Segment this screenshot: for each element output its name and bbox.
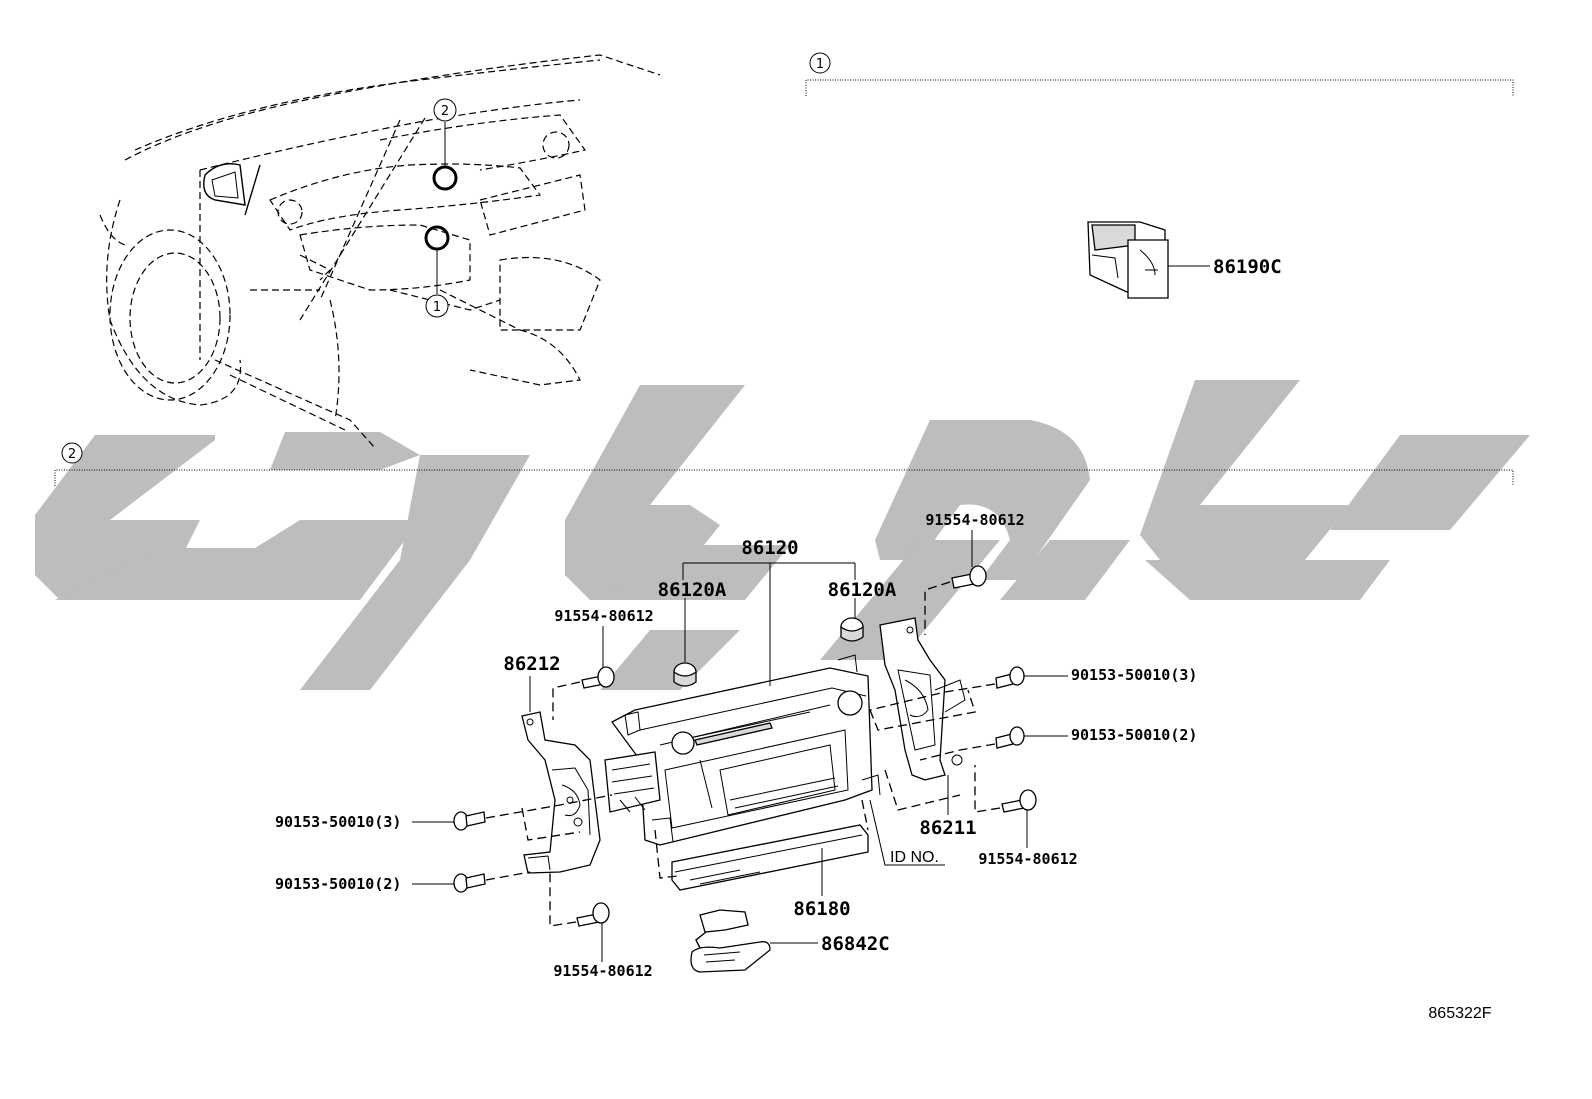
bolt-left-upper (412, 811, 486, 831)
knob-86120a-right (840, 598, 864, 642)
label-90153-left-upper: 90153-50010(3) (275, 813, 401, 831)
label-86842c: 86842C (821, 933, 890, 955)
label-91554-top-left: 91554-80612 (554, 607, 653, 625)
label-86120: 86120 (741, 537, 798, 559)
switch-86190c (1087, 221, 1210, 299)
bracket-86211 (879, 617, 966, 815)
label-91554-top-right: 91554-80612 (925, 511, 1024, 529)
label-id-no: ID NO. (890, 849, 939, 866)
label-90153-left-lower: 90153-50010(2) (275, 875, 401, 893)
label-86120a-right: 86120A (828, 579, 897, 601)
svg-text:1: 1 (433, 300, 441, 315)
bracket-86212 (521, 676, 601, 874)
section-2-header: 2 (54, 442, 1514, 486)
vehicle-marker-1 (425, 294, 449, 318)
label-86211: 86211 (919, 817, 976, 839)
bolt-right-upper (995, 666, 1068, 689)
label-91554-bottom-left: 91554-80612 (553, 962, 652, 980)
label-90153-right-upper: 90153-50010(3) (1071, 666, 1197, 684)
label-86212: 86212 (503, 653, 560, 675)
label-86180: 86180 (793, 898, 850, 920)
label-91554-bottom-right: 91554-80612 (978, 850, 1077, 868)
radio-assembly-86120 (604, 562, 881, 846)
knob-86120a-left (673, 598, 697, 687)
label-86120a-left: 86120A (658, 579, 727, 601)
diagram-id: 865322F (1428, 1005, 1491, 1022)
screw-bottom-left (576, 902, 610, 962)
svg-text:2: 2 (441, 104, 449, 119)
wire-86842c (690, 909, 818, 973)
svg-text:2: 2 (68, 447, 76, 462)
screw-top-left (581, 626, 615, 689)
id-number-marker (869, 799, 945, 866)
section-1-header: 1 (805, 52, 1514, 96)
label-86190c: 86190C (1213, 256, 1282, 278)
bolt-left-lower (412, 873, 486, 893)
vehicle-marker-2 (433, 98, 457, 122)
label-90153-right-lower: 90153-50010(2) (1071, 726, 1197, 744)
assembly-guide-lines (485, 581, 1001, 927)
bolt-right-lower (995, 726, 1068, 749)
screw-bottom-right (1001, 789, 1037, 848)
unit-86180 (671, 824, 869, 896)
vehicle-interior-view: 2 1 (99, 54, 661, 449)
svg-text:1: 1 (816, 57, 824, 72)
screw-top-right (951, 530, 987, 589)
watermark-logo (35, 380, 1530, 690)
